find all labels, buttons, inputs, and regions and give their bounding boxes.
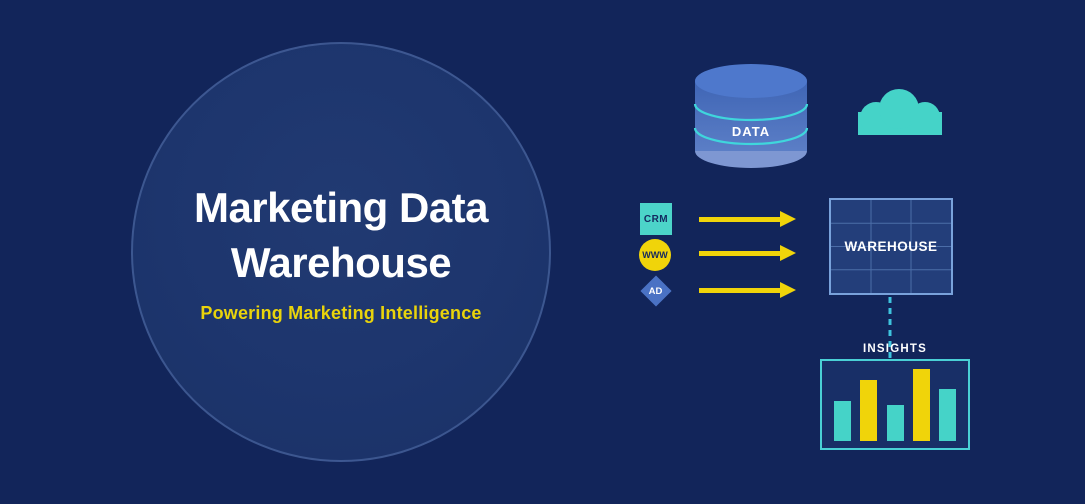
insights-bar [860, 380, 878, 441]
page-title-line2: Warehouse [230, 239, 452, 286]
insights-label: INSIGHTS [863, 343, 927, 355]
source-crm-badge: CRM [640, 203, 672, 235]
insights-bars [822, 361, 968, 448]
database-label: DATA [731, 124, 771, 139]
warehouse-label: WAREHOUSE [844, 239, 938, 254]
flow-arrow-icon [699, 211, 796, 227]
database-cylinder-icon [693, 64, 809, 168]
source-www-label: WWW [642, 250, 668, 260]
source-crm-label: CRM [643, 213, 669, 225]
warehouse-box: WAREHOUSE [829, 198, 953, 295]
flow-arrow-icon [699, 282, 796, 298]
insights-bar [834, 401, 851, 441]
page-title-line1: Marketing Data [193, 184, 489, 231]
insights-bar [886, 405, 904, 441]
hero-circle: Marketing Data Warehouse Powering Market… [131, 42, 551, 462]
warehouse-grid-icon [831, 200, 951, 293]
flow-arrow-icon [699, 245, 796, 261]
cloud-icon [858, 89, 942, 135]
source-www-badge: WWW [639, 239, 671, 271]
insights-bar [912, 369, 930, 441]
insights-bar [939, 389, 956, 441]
page-subtitle: Powering Marketing Intelligence [200, 303, 482, 323]
insights-chart [820, 359, 970, 450]
source-ad-badge: AD [640, 275, 672, 307]
source-ad-label: AD [649, 285, 663, 297]
